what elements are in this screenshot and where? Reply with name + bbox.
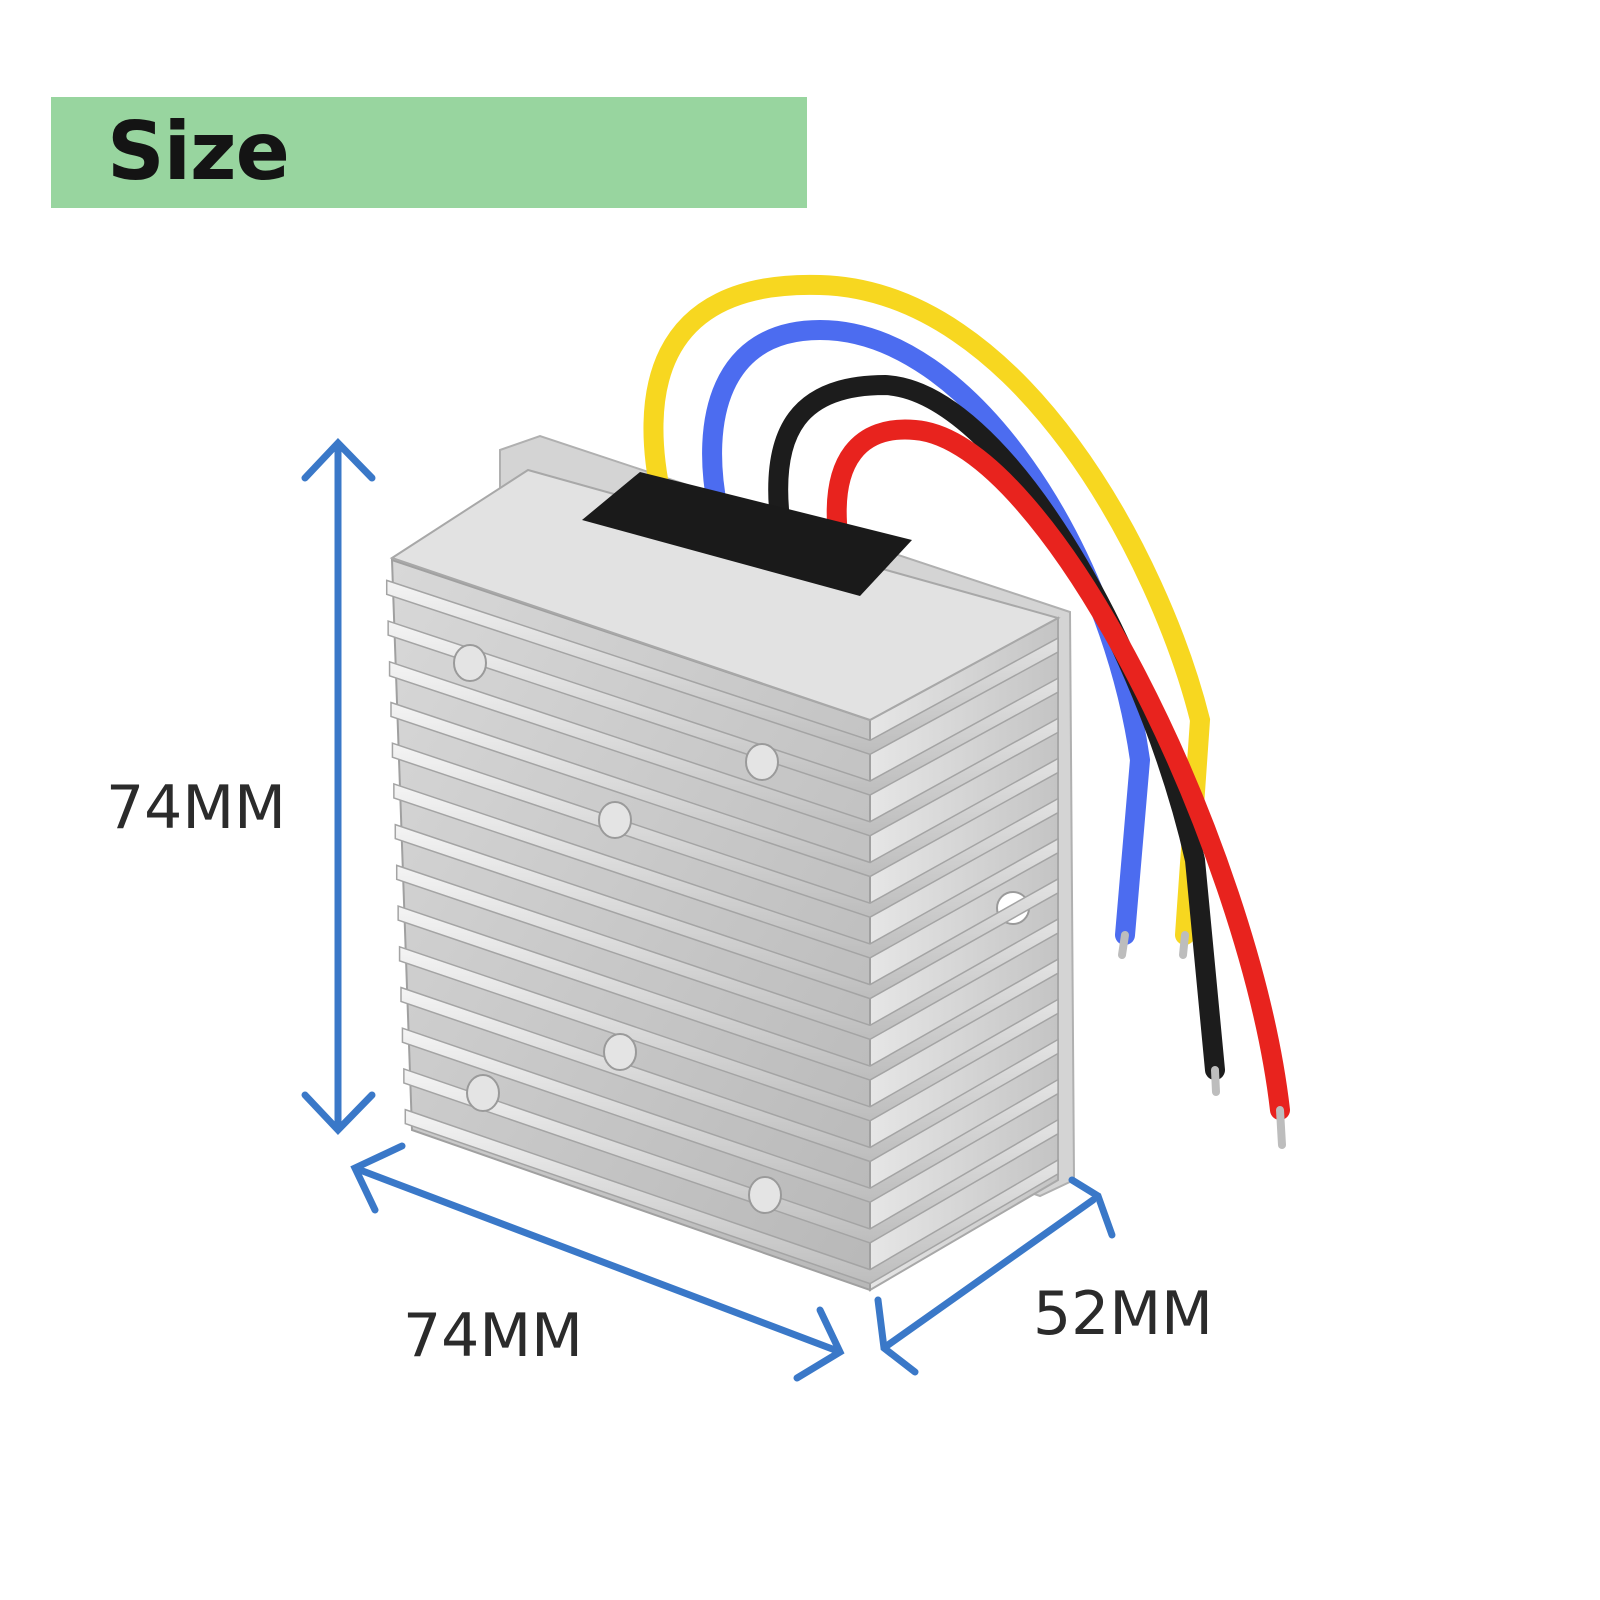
size-banner: Size <box>51 97 807 208</box>
heatsink-fin <box>393 782 1059 959</box>
heatsink-fin <box>398 945 1059 1122</box>
screw-icon <box>453 644 487 682</box>
depth-dimension-label: 52MM <box>1033 1279 1213 1349</box>
heatsink-fin <box>397 905 1059 1081</box>
wire-grommet <box>582 472 912 596</box>
heatsink-fin <box>404 1108 1059 1285</box>
heatsink-fin <box>391 742 1059 919</box>
wire-tip <box>1118 931 1129 959</box>
heatsink-fin <box>395 864 1059 1041</box>
heatsink-fin <box>390 701 1059 878</box>
wire-red <box>826 419 1290 1120</box>
height-arrow <box>301 437 376 1136</box>
banner-title: Size <box>107 105 290 198</box>
depth-arrow <box>874 1176 1116 1376</box>
housing-screws <box>453 644 782 1214</box>
height-dimension-label: 74MM <box>106 773 286 843</box>
housing-top <box>389 468 1061 722</box>
width-arrow <box>350 1142 845 1382</box>
screw-icon <box>745 743 779 781</box>
heatsink-fin <box>394 823 1059 1000</box>
heatsink-fin <box>388 660 1059 837</box>
heatsink-fin <box>387 620 1059 796</box>
wire-yellow <box>643 274 1211 945</box>
screw-icon <box>598 801 632 839</box>
heatsink-fin <box>400 986 1059 1163</box>
screw-icon <box>603 1033 637 1071</box>
wire-tip <box>1211 1066 1220 1096</box>
wire-tip <box>1276 1106 1286 1149</box>
heatsink-fin <box>403 1067 1059 1244</box>
heatsink-fin <box>401 1027 1059 1204</box>
screw-icon <box>748 1176 782 1214</box>
heatsink-fins <box>385 579 1059 1285</box>
screw-icon <box>466 1074 500 1112</box>
heatsink-fin <box>385 579 1059 756</box>
width-dimension-label: 74MM <box>403 1301 583 1371</box>
wire-tip <box>1179 931 1189 959</box>
